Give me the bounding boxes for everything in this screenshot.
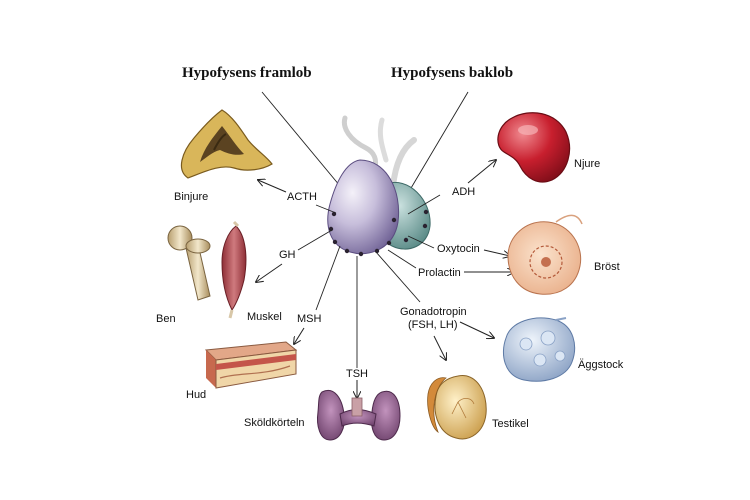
msh-arrow (294, 327, 305, 344)
ovary-icon (502, 317, 576, 382)
gh-line-gland (297, 229, 333, 251)
acth-label: ACTH (287, 191, 317, 203)
organ-label-ben: Ben (156, 313, 176, 325)
gh-label: GH (279, 249, 296, 261)
adh-arrow (467, 160, 496, 184)
oxytocin-line-gland (407, 235, 435, 249)
gonadotropin-label-line1: Gonadotropin (400, 306, 467, 318)
pituitary-gland-icon (327, 115, 431, 257)
testis-icon (427, 375, 487, 440)
gonadotropin-label-line2: (FSH, LH) (408, 319, 458, 331)
organ-label-testikel: Testikel (492, 418, 529, 430)
gh-arrow (256, 263, 283, 282)
anterior-lobe-header: Hypofysens framlob (182, 65, 312, 81)
acth-arrow (258, 180, 287, 193)
breast-icon (507, 214, 583, 295)
anterior-pointer-line (261, 91, 351, 199)
muscle-icon (221, 220, 247, 319)
organ-label-brost: Bröst (594, 261, 620, 273)
posterior-lobe-header: Hypofysens baklob (391, 65, 513, 81)
tsh-label: TSH (346, 368, 368, 380)
gonadotropin-testis-arrow (433, 335, 446, 360)
kidney-icon (497, 112, 571, 183)
acth-line-gland (315, 204, 337, 214)
adh-label: ADH (452, 186, 475, 198)
prolactin-line-gland (387, 249, 417, 269)
gonadotropin-line-gland (375, 251, 421, 303)
msh-label: MSH (297, 313, 322, 325)
oxytocin-arrow (483, 249, 510, 256)
bone-icon (167, 225, 211, 301)
skin-icon (204, 341, 298, 389)
organ-label-skoldkorteln: Sköldkörteln (244, 417, 305, 429)
organ-label-hud: Hud (186, 389, 206, 401)
oxytocin-label: Oxytocin (437, 243, 480, 255)
organ-label-binjure: Binjure (174, 191, 208, 203)
gonadotropin-ovary-arrow (459, 321, 494, 338)
thyroid-icon (317, 390, 401, 441)
organ-label-njure: Njure (574, 158, 600, 170)
organ-label-muskel: Muskel (247, 311, 282, 323)
adh-line-gland (407, 194, 441, 215)
prolactin-label: Prolactin (418, 267, 461, 279)
msh-line-gland (315, 245, 341, 311)
organ-label-aggstock: Äggstock (578, 359, 624, 371)
adrenal-gland-icon (180, 109, 273, 179)
